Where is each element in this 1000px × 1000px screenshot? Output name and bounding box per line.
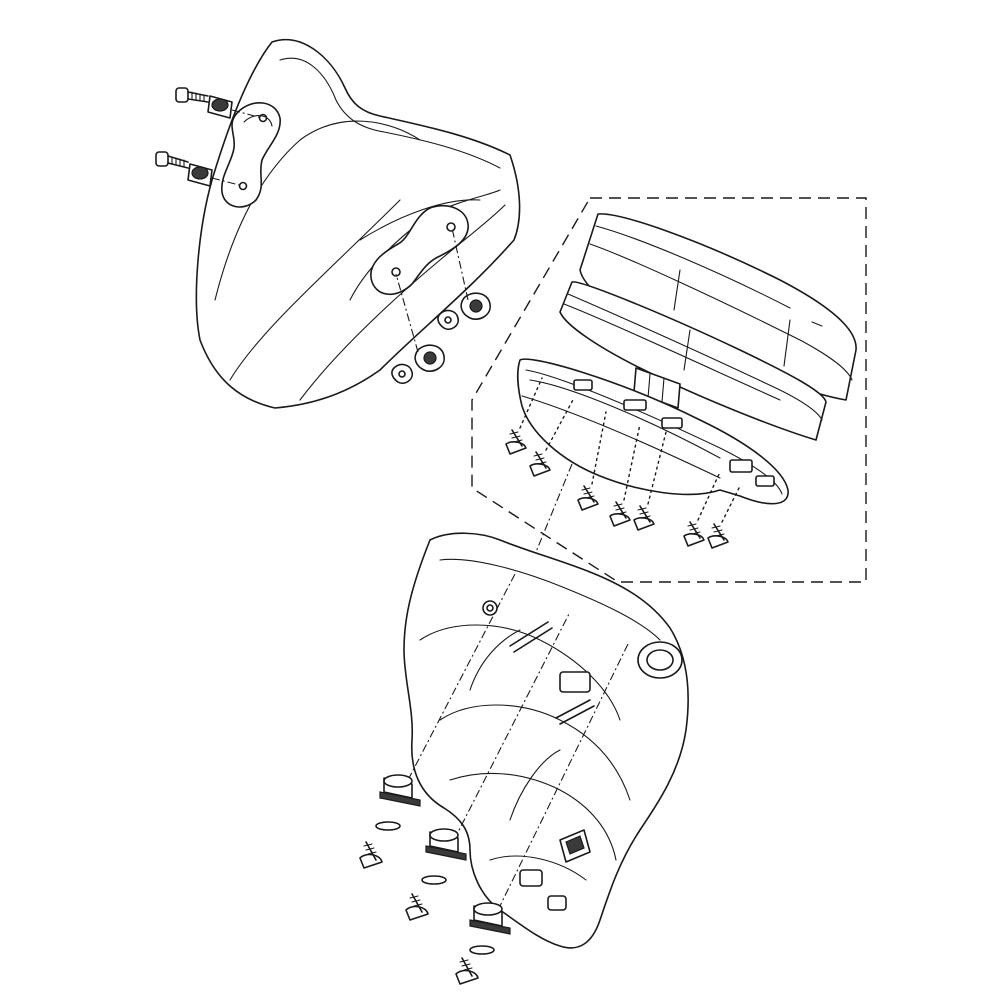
windscreen-mount-left [221,102,281,208]
grommet-leader-2 [453,611,571,841]
windscreen-bolt-lower [155,151,244,187]
windscreen-mount-right [370,204,469,296]
cluster-screw-6 [683,471,721,547]
cluster-connector [633,367,681,409]
grommet-leader-1 [407,571,517,781]
cluster-screw-1 [505,377,543,455]
grommet-2 [425,828,467,861]
windscreen-bolt-upper [175,87,263,119]
cluster-screw-5 [633,431,667,531]
windscreen-bolt-right-upper [437,227,491,331]
washer-1 [375,821,401,831]
bracket-screw-1 [359,841,383,869]
cluster-screw-7 [707,485,741,549]
bracket-mount-ring [637,641,683,679]
mounting-bracket [403,532,689,949]
cluster-screw-3 [577,411,607,511]
bracket-screw-2 [405,893,429,921]
grommet-3 [469,902,511,935]
grommet-1 [379,774,421,807]
cluster-screw-2 [529,397,575,477]
cluster-screw-4 [609,423,641,527]
grommet-leader-3 [497,643,629,911]
cluster-lens [559,281,827,441]
bracket-screw-3 [455,957,479,985]
washer-2 [421,875,447,885]
cluster-callout-border [471,197,867,583]
windscreen [195,38,521,409]
windscreen-bolt-right-lower [391,273,445,385]
washer-3 [469,945,495,955]
cluster-base [517,358,789,505]
